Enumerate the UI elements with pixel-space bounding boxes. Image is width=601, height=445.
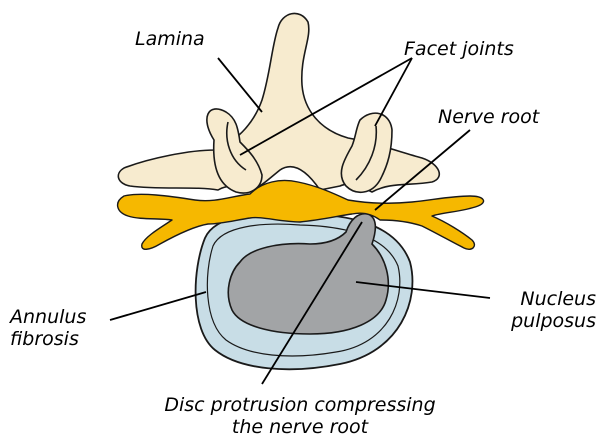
label-protrusion-line2: the nerve root	[80, 416, 520, 438]
label-lamina: Lamina	[135, 28, 205, 50]
label-nucleus-line2: pulposus	[478, 310, 596, 332]
label-nerve-root: Nerve root	[438, 106, 539, 128]
label-facet-joints: Facet joints	[404, 38, 514, 60]
label-annulus-line1: Annulus	[10, 306, 86, 328]
lamina-pointer	[218, 58, 262, 112]
annulus-pointer	[110, 292, 206, 320]
label-nucleus-line1: Nucleus	[478, 288, 596, 310]
label-annulus-fibrosis: Annulus fibrosis	[10, 306, 86, 350]
label-disc-protrusion: Disc protrusion compressing the nerve ro…	[80, 394, 520, 438]
label-protrusion-line1: Disc protrusion compressing	[80, 394, 520, 416]
label-annulus-line2: fibrosis	[10, 328, 86, 350]
label-nucleus-pulposus: Nucleus pulposus	[478, 288, 596, 332]
